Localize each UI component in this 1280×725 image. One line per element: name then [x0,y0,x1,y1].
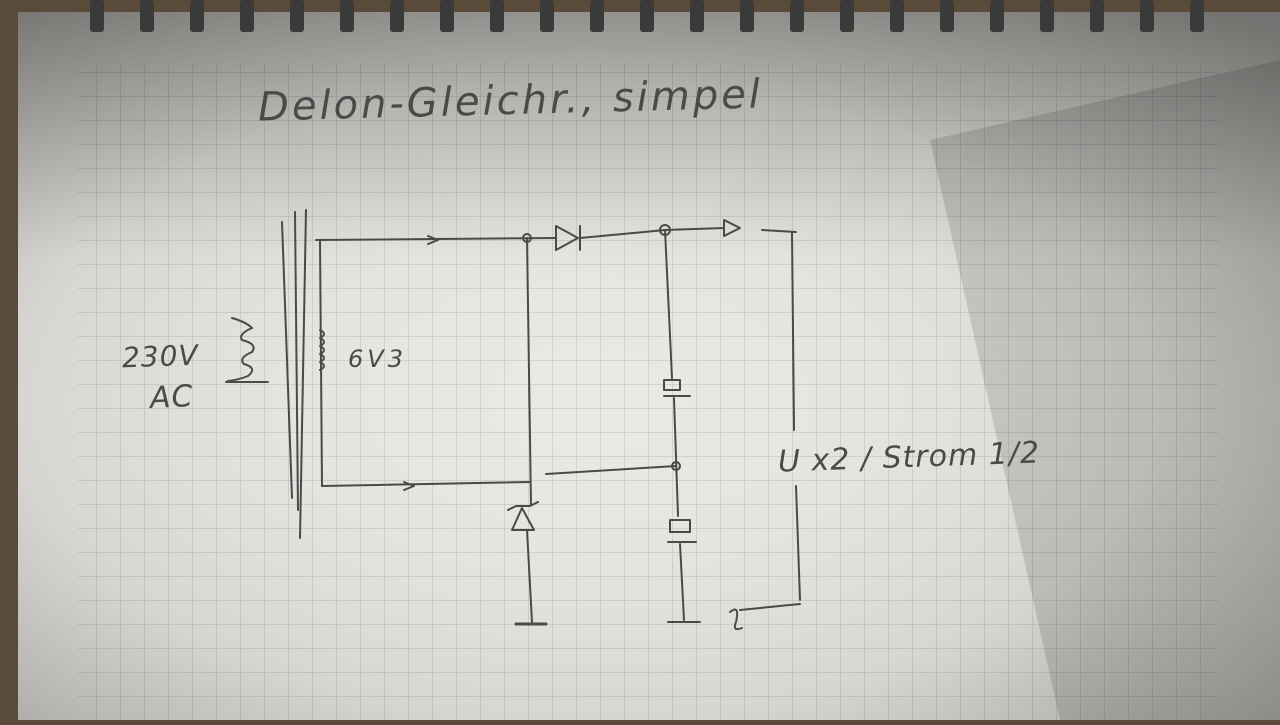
capacitor-icon [663,379,691,397]
dimension-line-right-lower [795,485,801,601]
output-terminal-icon [723,219,741,237]
shadow-top [18,12,1280,720]
center-wire [526,237,532,506]
secondary-voltage-label: 6V3 [348,345,407,373]
diode-output-wire [579,229,666,239]
cap-wire-mid [673,397,679,517]
input-voltage-label: 230V [121,338,200,375]
output-negative-terminal-icon [729,608,743,631]
capacitor-icon [667,519,697,543]
cap-wire-top [664,229,673,379]
spiral-binding [90,0,1204,32]
dimension-line-right [791,231,795,431]
shadow-right [930,60,1280,720]
transformer-core-icon [281,209,307,539]
dimension-tick [761,229,797,233]
input-type-label: AC [149,378,195,417]
dimension-line-bottom [739,603,801,611]
output-wire [664,227,725,231]
center-wire-lower [526,529,533,623]
bottom-wire-arrow [403,481,415,491]
top-wire-arrow [427,235,439,245]
bottom-wire [321,481,531,487]
secondary-left-wire [319,239,323,487]
bottom-wire-right [545,465,677,475]
primary-coil-icon [227,317,255,382]
cap-wire-bottom [679,543,685,621]
zener-diode-icon [507,501,539,531]
